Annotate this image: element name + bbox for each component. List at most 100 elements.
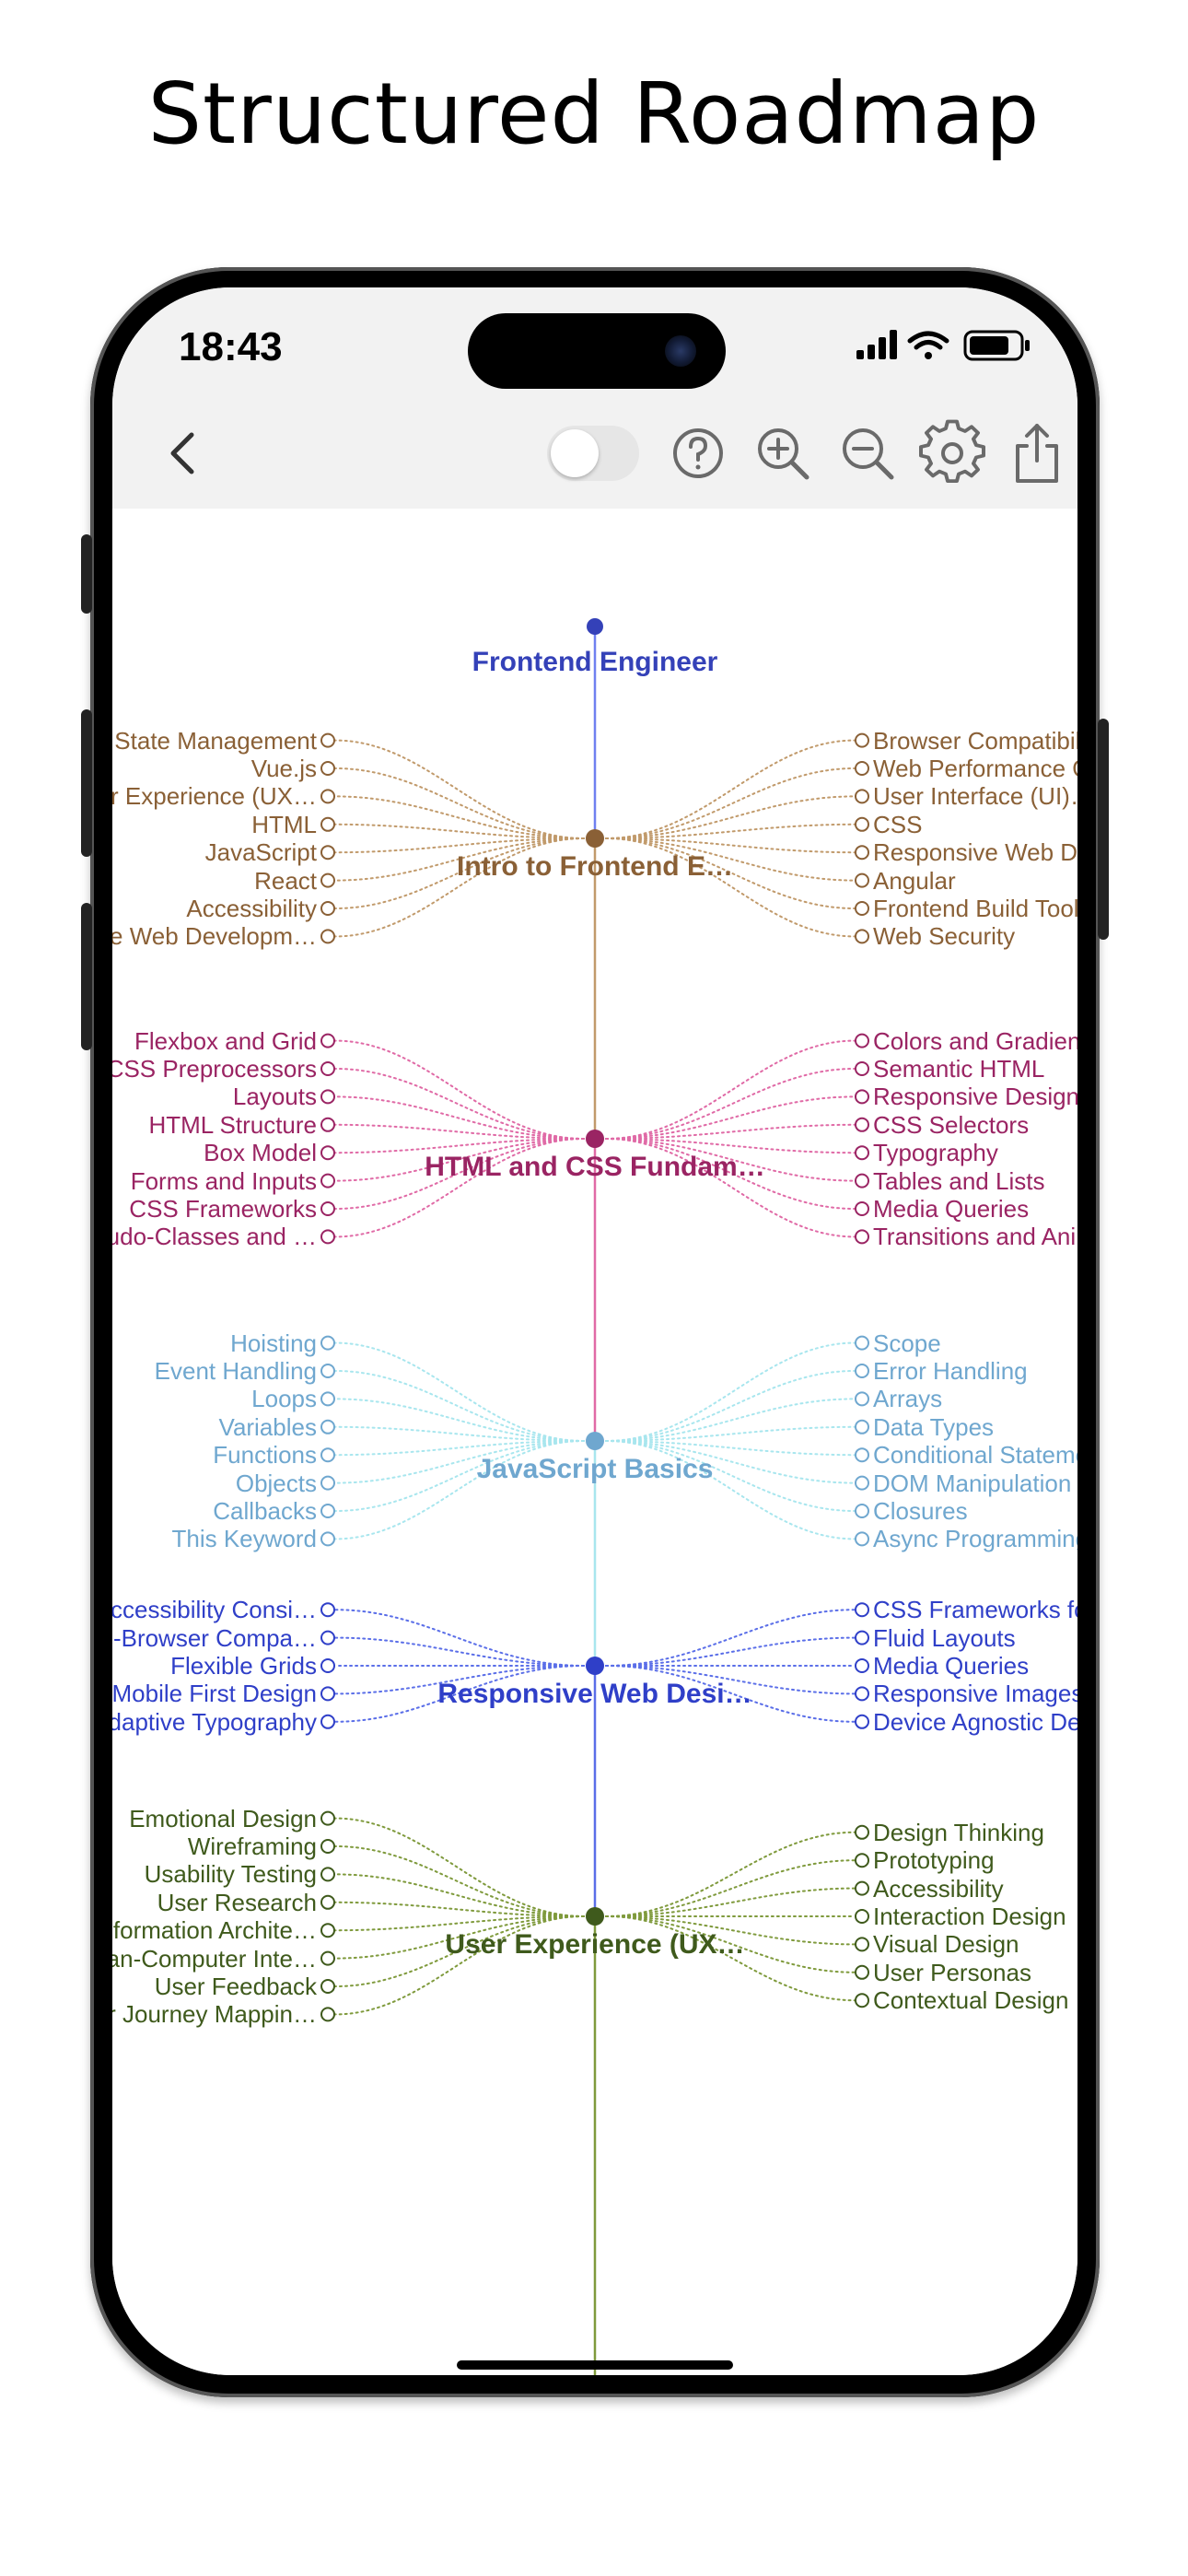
section-hub-node[interactable] xyxy=(586,1130,604,1148)
topic-label[interactable]: CSS Preprocessors xyxy=(112,1055,317,1083)
topic-node[interactable] xyxy=(855,1117,869,1132)
topic-label[interactable]: Accessibility Consi… xyxy=(112,1596,317,1624)
topic-node[interactable] xyxy=(320,2007,335,2022)
topic-node[interactable] xyxy=(855,1993,869,2008)
topic-label[interactable]: Semantic HTML xyxy=(873,1055,1045,1083)
topic-node[interactable] xyxy=(320,1335,335,1351)
topic-node[interactable] xyxy=(855,1714,869,1729)
topic-node[interactable] xyxy=(855,1033,869,1048)
topic-node[interactable] xyxy=(855,1964,869,1980)
topic-node[interactable] xyxy=(855,1853,869,1868)
topic-label[interactable]: User Interface (UI)… xyxy=(873,782,1077,811)
topic-label[interactable]: Tables and Lists xyxy=(873,1166,1045,1195)
section-hub-node[interactable] xyxy=(586,1432,604,1450)
topic-label[interactable]: Event Handling xyxy=(154,1357,317,1385)
section-hub-node[interactable] xyxy=(586,829,604,848)
topic-label[interactable]: Web Security xyxy=(873,922,1016,951)
zoom-in-button[interactable] xyxy=(748,418,818,488)
topic-node[interactable] xyxy=(320,1504,335,1518)
topic-label[interactable]: This Keyword xyxy=(171,1525,318,1553)
topic-node[interactable] xyxy=(320,1686,335,1702)
topic-label[interactable]: Layouts xyxy=(232,1083,317,1111)
section-hub-node[interactable] xyxy=(586,1907,604,1926)
topic-node[interactable] xyxy=(320,816,335,832)
topic-label[interactable]: Media Queries xyxy=(873,1652,1030,1680)
topic-node[interactable] xyxy=(320,1979,335,1994)
topic-label[interactable]: React xyxy=(254,866,317,895)
topic-label[interactable]: Objects xyxy=(235,1469,317,1497)
topic-node[interactable] xyxy=(320,1089,335,1105)
topic-node[interactable] xyxy=(855,1475,869,1491)
topic-node[interactable] xyxy=(855,1364,869,1378)
topic-label[interactable]: Frontend Build Tool… xyxy=(873,895,1077,922)
roadmap-root-title[interactable]: Frontend Engineer xyxy=(472,647,718,677)
topic-label[interactable]: Async Programming xyxy=(873,1525,1077,1553)
topic-label[interactable]: Media Queries xyxy=(873,1195,1030,1223)
topic-node[interactable] xyxy=(320,1173,335,1188)
topic-label[interactable]: Functions xyxy=(213,1441,317,1469)
topic-label[interactable]: Wireframing xyxy=(187,1832,317,1860)
topic-node[interactable] xyxy=(320,1658,335,1673)
topic-node[interactable] xyxy=(320,761,335,776)
topic-label[interactable]: DOM Manipulation xyxy=(873,1469,1072,1497)
topic-label[interactable]: User Journey Mappin… xyxy=(112,2000,317,2029)
topic-node[interactable] xyxy=(855,845,869,861)
topic-label[interactable]: Data Types xyxy=(873,1412,995,1441)
share-button[interactable] xyxy=(1002,418,1072,488)
topic-label[interactable]: Fluid Layouts xyxy=(873,1623,1016,1652)
topic-node[interactable] xyxy=(855,732,869,748)
topic-label[interactable]: Information Archite… xyxy=(112,1916,317,1945)
topic-label[interactable]: Responsive Web Desi… xyxy=(873,838,1077,867)
topic-label[interactable]: Arrays xyxy=(873,1385,943,1413)
section-title[interactable]: Intro to Frontend E… xyxy=(457,851,733,882)
help-button[interactable] xyxy=(663,418,733,488)
topic-node[interactable] xyxy=(320,732,335,748)
topic-label[interactable]: Typography xyxy=(873,1139,998,1167)
topic-label[interactable]: State Management xyxy=(114,726,317,755)
topic-node[interactable] xyxy=(320,1475,335,1491)
topic-node[interactable] xyxy=(855,1335,869,1351)
topic-node[interactable] xyxy=(855,1391,869,1407)
topic-node[interactable] xyxy=(855,1201,869,1216)
topic-node[interactable] xyxy=(855,761,869,776)
topic-node[interactable] xyxy=(855,1447,869,1463)
topic-label[interactable]: Forms and Inputs xyxy=(130,1166,317,1195)
topic-node[interactable] xyxy=(855,1880,869,1896)
section-title[interactable]: JavaScript Basics xyxy=(476,1454,714,1484)
topic-label[interactable]: Scope xyxy=(873,1329,941,1357)
topic-label[interactable]: Transitions and Ani… xyxy=(873,1223,1077,1251)
topic-node[interactable] xyxy=(855,1419,869,1434)
back-button[interactable] xyxy=(147,418,217,488)
topic-node[interactable] xyxy=(320,1447,335,1463)
topic-node[interactable] xyxy=(855,1504,869,1518)
topic-node[interactable] xyxy=(320,1033,335,1048)
topic-node[interactable] xyxy=(320,1810,335,1826)
topic-label[interactable]: User Research xyxy=(157,1888,317,1916)
topic-node[interactable] xyxy=(855,1061,869,1076)
topic-node[interactable] xyxy=(320,1531,335,1547)
topic-node[interactable] xyxy=(320,1201,335,1216)
topic-label[interactable]: Callbacks xyxy=(213,1497,317,1525)
topic-node[interactable] xyxy=(320,872,335,888)
topic-node[interactable] xyxy=(320,1145,335,1161)
topic-label[interactable]: Flexible Grids xyxy=(170,1652,317,1680)
topic-label[interactable]: Responsive Images xyxy=(873,1680,1077,1708)
topic-node[interactable] xyxy=(855,1229,869,1245)
topic-label[interactable]: Colors and Gradient… xyxy=(873,1026,1077,1055)
topic-label[interactable]: Mobile First Design xyxy=(112,1680,317,1708)
topic-label[interactable]: Conditional Stateme… xyxy=(873,1441,1077,1469)
topic-label[interactable]: Interaction Design xyxy=(873,1903,1066,1930)
topic-label[interactable]: User Experience (UX… xyxy=(112,782,317,811)
topic-label[interactable]: Mobile Web Developm… xyxy=(112,922,317,951)
topic-node[interactable] xyxy=(320,1061,335,1076)
topic-label[interactable]: Usability Testing xyxy=(144,1860,317,1889)
topic-label[interactable]: Variables xyxy=(218,1412,317,1441)
topic-label[interactable]: Visual Design xyxy=(873,1930,1019,1959)
topic-label[interactable]: Human-Computer Inte… xyxy=(112,1944,317,1973)
topic-node[interactable] xyxy=(855,1686,869,1702)
topic-label[interactable]: CSS xyxy=(873,810,923,838)
topic-node[interactable] xyxy=(320,1117,335,1132)
topic-node[interactable] xyxy=(855,1937,869,1952)
topic-node[interactable] xyxy=(320,1419,335,1434)
